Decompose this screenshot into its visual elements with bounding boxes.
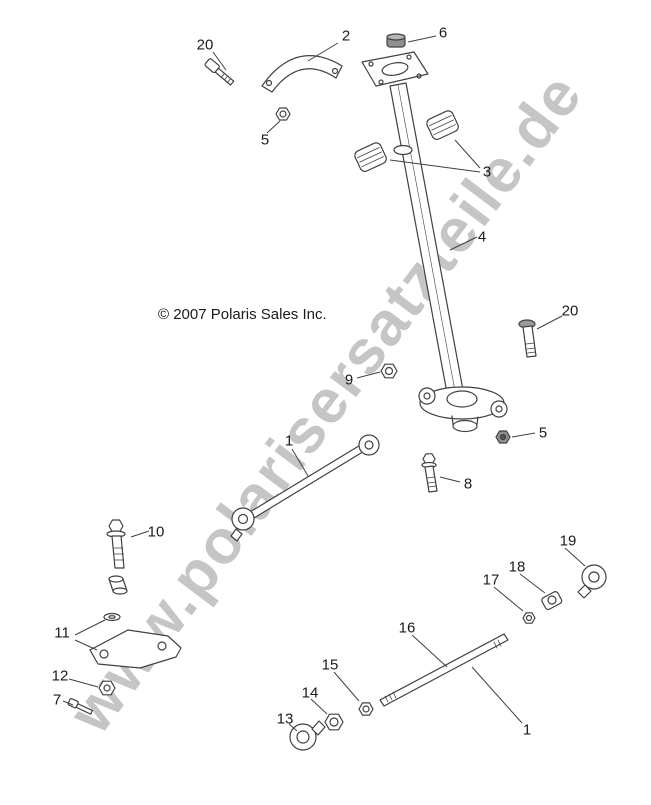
part-callout-14: 14 <box>301 684 319 702</box>
part-callout-6: 6 <box>438 24 448 42</box>
part-callout-18: 18 <box>508 558 526 576</box>
jam-nut-14 <box>324 713 344 731</box>
part-callout-15: 15 <box>321 656 339 674</box>
hex-nut-9 <box>380 363 398 379</box>
part-callout-3: 3 <box>482 163 492 181</box>
part-callout-17: 17 <box>482 571 500 589</box>
part-callout-16: 16 <box>398 619 416 637</box>
part-callout-9: 9 <box>344 371 354 389</box>
part-callout-4: 4 <box>477 228 487 246</box>
bolt-10 <box>106 519 126 569</box>
steering-post-bracket <box>418 386 508 433</box>
part-callout-1: 1 <box>284 432 294 450</box>
cap-plug <box>386 33 406 48</box>
part-callout-10: 10 <box>147 523 165 541</box>
part-callout-5: 5 <box>538 424 548 442</box>
part-callout-2: 2 <box>341 27 351 45</box>
part-callout-7: 7 <box>52 691 62 709</box>
hex-nut-15 <box>358 702 374 716</box>
bolt-20-upper <box>204 58 235 86</box>
bolt-8 <box>421 453 438 493</box>
part-callout-20: 20 <box>196 36 214 54</box>
bolt-20-right <box>518 319 537 358</box>
steering-clamp-bracket <box>261 55 343 93</box>
column-bushing-lower <box>354 142 387 172</box>
part-callout-19: 19 <box>559 532 577 550</box>
hex-nut-5-upper <box>275 107 291 121</box>
hex-nut-17 <box>522 612 536 624</box>
idler-arm-assembly <box>89 575 182 696</box>
part-callout-1: 1 <box>522 721 532 739</box>
part-callout-20: 20 <box>561 302 579 320</box>
steering-column-shaft <box>361 51 464 394</box>
upper-tie-rod <box>230 434 380 542</box>
part-callout-8: 8 <box>463 475 473 493</box>
lower-tie-rod-shaft <box>379 633 509 707</box>
rod-end-housing-18 <box>541 591 563 611</box>
copyright-text: © 2007 Polaris Sales Inc. <box>158 306 327 323</box>
part-callout-12: 12 <box>51 667 69 685</box>
bolt-7 <box>67 698 94 715</box>
part-callout-11: 11 <box>54 624 70 642</box>
leader-lines <box>62 35 586 732</box>
column-bushing-upper <box>426 110 459 140</box>
hex-nut-5-lower <box>495 430 511 444</box>
part-callout-13: 13 <box>276 710 294 728</box>
part-callout-5: 5 <box>260 131 270 149</box>
ball-joint-19 <box>577 564 607 599</box>
